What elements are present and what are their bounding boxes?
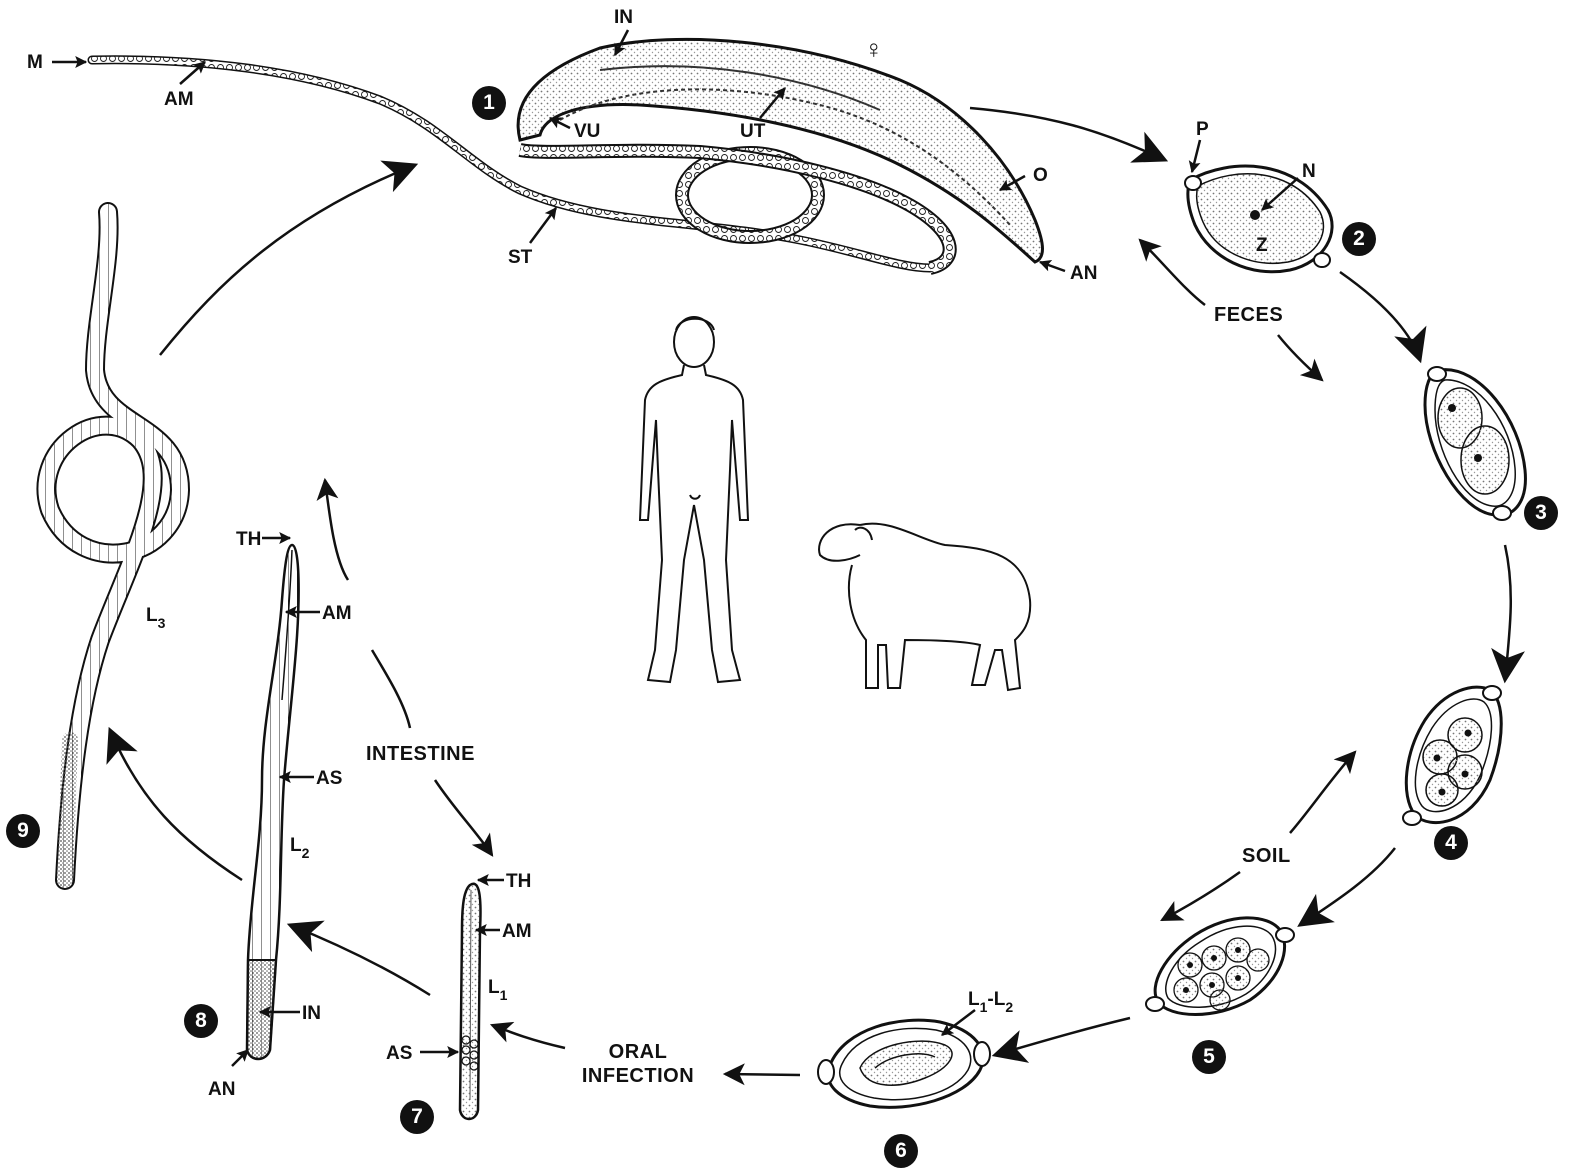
stage-badge-5: 5 [1192,1040,1226,1074]
label-uterus: UT [740,122,765,141]
label-as-l2: AS [316,769,342,788]
label-an-l2: AN [208,1080,235,1099]
stage-badge-1: 1 [472,86,506,120]
label-anterior-musculature: AM [164,90,194,109]
label-l3: L3 [146,606,165,625]
label-vulva: VU [574,122,600,141]
label-th-l2: TH [236,530,261,549]
label-polar-plug: P [1196,120,1209,139]
label-as-l1: AS [386,1044,412,1063]
label-stichosome: ST [508,248,532,267]
label-female-symbol: ♀ [864,36,884,62]
label-in-l2: IN [302,1004,321,1023]
label-am-l2: AM [322,604,352,623]
stage-badge-9: 9 [6,814,40,848]
label-am-l1: AM [502,922,532,941]
stage-badge-8: 8 [184,1004,218,1038]
label-intestine: INTESTINE [366,744,475,764]
stage-badge-2: 2 [1342,222,1376,256]
label-anus-adult: AN [1070,264,1097,283]
label-l1: L1 [488,978,507,997]
label-oral-infection: ORAL INFECTION [572,1040,704,1088]
label-intestine-adult: IN [614,8,633,27]
label-th-l1: TH [506,872,531,891]
label-ovary: O [1033,166,1048,185]
stage-badge-6: 6 [884,1134,918,1168]
label-feces: FECES [1214,305,1283,325]
stage-badge-4: 4 [1434,826,1468,860]
label-nucleus: N [1302,162,1316,181]
label-mouth: M [27,53,43,72]
label-l1-l2: L1-L2 [968,990,1013,1009]
label-l2: L2 [290,836,309,855]
label-soil: SOIL [1242,846,1291,866]
stage-badge-3: 3 [1524,496,1558,530]
stage-badge-7: 7 [400,1100,434,1134]
label-zygote: Z [1256,236,1268,255]
